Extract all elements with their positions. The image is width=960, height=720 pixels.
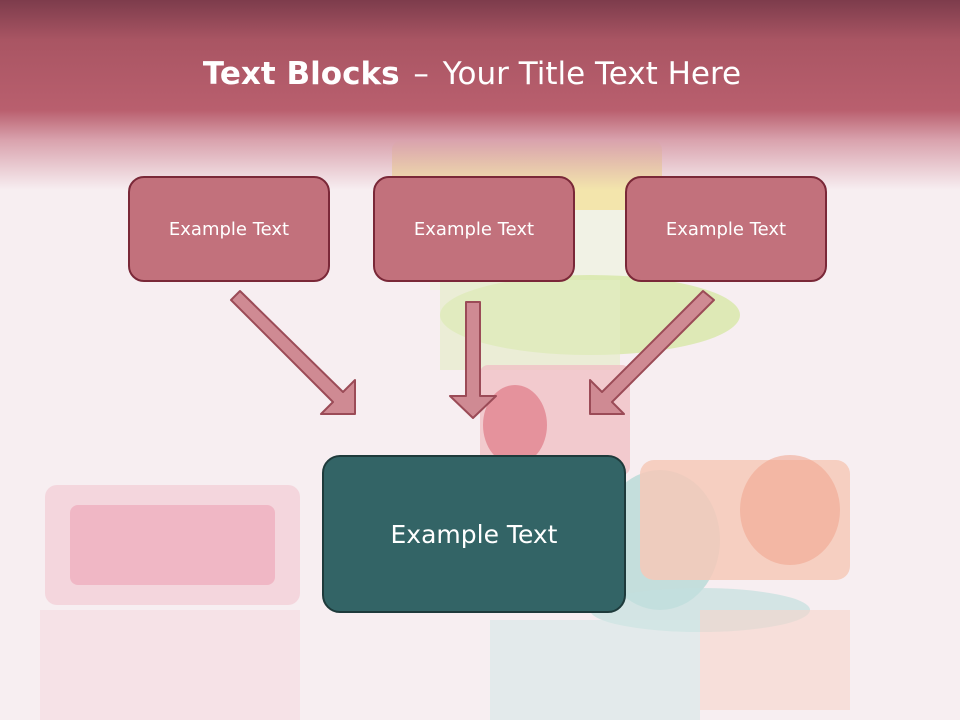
header-band xyxy=(0,0,960,190)
text-block-3[interactable]: Example Text xyxy=(625,176,827,282)
main-text-block[interactable]: Example Text xyxy=(322,455,626,613)
text-block-1[interactable]: Example Text xyxy=(128,176,330,282)
title-rest: Your Title Text Here xyxy=(442,56,742,92)
page-title: Text Blocks – Your Title Text Here xyxy=(0,56,944,92)
arrow-center xyxy=(449,301,497,419)
text-block-2[interactable]: Example Text xyxy=(373,176,575,282)
title-dash: – xyxy=(413,56,429,92)
arrow-left xyxy=(230,290,356,415)
arrow-right xyxy=(589,290,715,415)
title-bold: Text Blocks xyxy=(202,56,400,92)
